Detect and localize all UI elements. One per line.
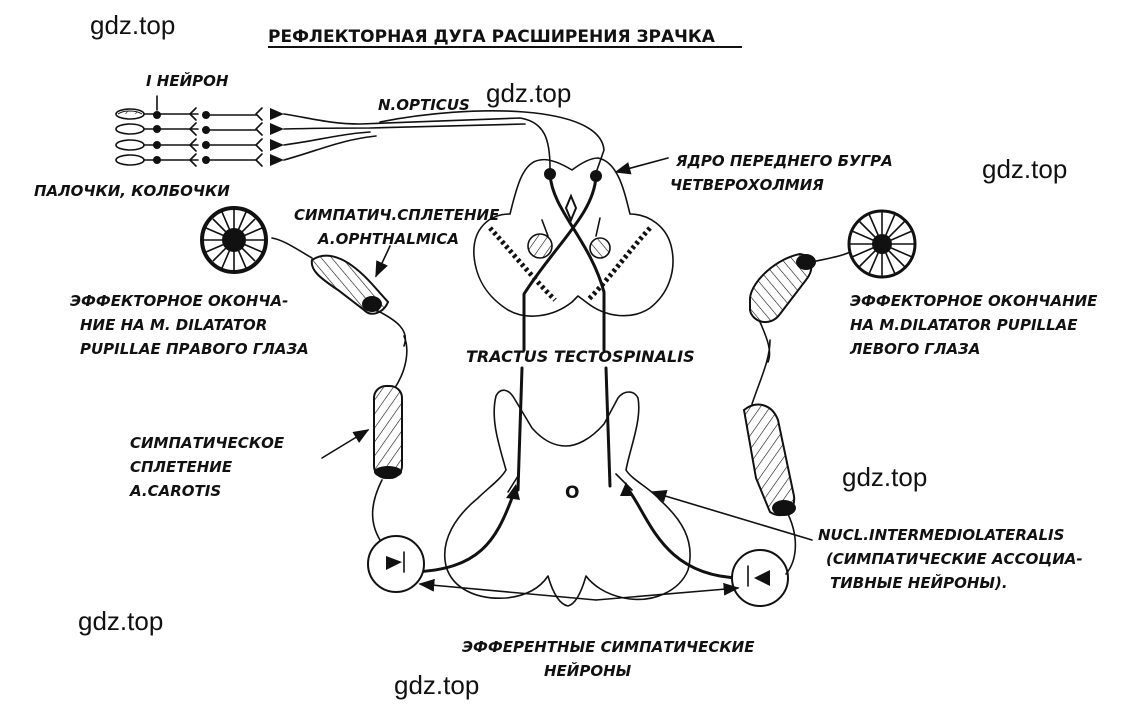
- watermark: gdz.top: [78, 606, 163, 636]
- watermark: gdz.top: [486, 78, 571, 108]
- label-symp-carotis-line1: СИМПАТИЧЕСКОЕ: [130, 434, 285, 452]
- label-nucleus-line2: ЧЕТВЕРОХОЛМИЯ: [670, 176, 824, 194]
- ganglion-right: [731, 549, 789, 607]
- label-eff-left-line1: ЭФФЕКТОРНОЕ ОКОНЧАНИЕ: [850, 292, 1098, 310]
- label-nucl-line1: NUCL.INTERMEDIOLATERALIS: [818, 526, 1064, 544]
- label-nucl-line3: ТИВНЫЕ НЕЙРОНЫ).: [830, 573, 1008, 592]
- label-efferent-line2: НЕЙРОНЫ: [544, 661, 632, 680]
- watermark: gdz.top: [90, 10, 175, 40]
- spinal-cord-section: О: [444, 389, 691, 607]
- label-eff-left-line2: НА M.DILATATOR PUPILLAE: [850, 316, 1078, 334]
- label-tract: TRACTUS TECTOSPINALIS: [466, 347, 695, 366]
- tract-left: [516, 366, 524, 492]
- label-efferent-line1: ЭФФЕРЕНТНЫЕ СИМПАТИЧЕСКИЕ: [462, 638, 755, 656]
- label-symp-ophth-line1: СИМПАТИЧ.СПЛЕТЕНИЕ: [294, 206, 500, 224]
- tract-right: [604, 366, 612, 488]
- left-eye-iris: [847, 209, 917, 279]
- label-eff-left-line3: ЛЕВОГО ГЛАЗА: [849, 340, 980, 358]
- efferent-path-left: [410, 496, 514, 574]
- watermark: gdz.top: [842, 462, 927, 492]
- carotid-plexus-left: [371, 335, 408, 541]
- efferent-path-right: [628, 490, 742, 580]
- label-eff-right-line1: ЭФФЕКТОРНОЕ ОКОНЧА-: [70, 292, 288, 310]
- midbrain-section: [473, 157, 674, 332]
- ophthalmic-plexus-left: [271, 237, 407, 347]
- watermark: gdz.top: [982, 154, 1067, 184]
- central-canal: О: [565, 483, 579, 503]
- ophthalmic-plexus-right: [749, 251, 851, 363]
- retina-receptors: [115, 95, 284, 167]
- label-rods-cones: ПАЛОЧКИ, КОЛБОЧКИ: [34, 182, 230, 200]
- right-eye-iris: [200, 206, 268, 274]
- label-symp-carotis-line3: A.CAROTIS: [129, 482, 221, 500]
- label-n-opticus: N.OPTICUS: [378, 96, 470, 114]
- label-eff-right-line2: НИЕ НА M. DILATATOR: [80, 316, 267, 334]
- ganglion-left: [367, 535, 425, 593]
- diagram-title: РЕФЛЕКТОРНАЯ ДУГА РАСШИРЕНИЯ ЗРАЧКА: [268, 27, 716, 47]
- carotid-plexus-right: [742, 339, 797, 575]
- label-nucl-line2: (СИМПАТИЧЕСКИЕ АССОЦИА-: [826, 550, 1083, 568]
- label-symp-ophth-line2: A.OPHTHALMICA: [317, 230, 459, 248]
- label-neuron-1: I НЕЙРОН: [146, 71, 229, 90]
- label-nucleus-line1: ЯДРО ПЕРЕДНЕГО БУГРА: [675, 152, 893, 170]
- optic-nerve: [283, 110, 605, 171]
- label-symp-carotis-line2: СПЛЕТЕНИЕ: [130, 458, 233, 476]
- pointer-arrows: [321, 157, 813, 601]
- label-eff-right-line3: PUPILLAE ПРАВОГО ГЛАЗА: [80, 340, 309, 358]
- watermark: gdz.top: [394, 670, 479, 700]
